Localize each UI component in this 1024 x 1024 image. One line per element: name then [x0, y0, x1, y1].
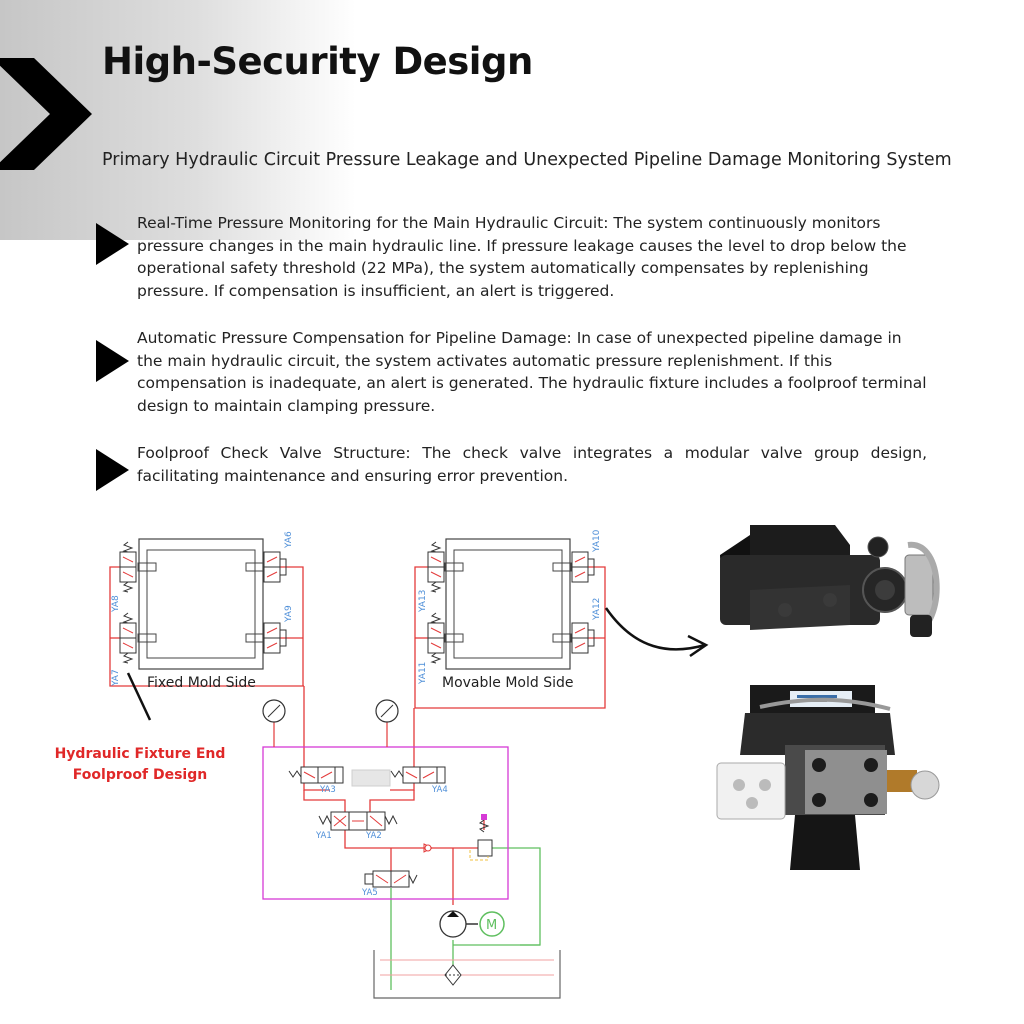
fixed-mold-block: [137, 538, 265, 670]
valve-label: YA1: [315, 831, 332, 841]
valve-label: YA3: [319, 785, 336, 795]
bullet-arrow-icon: [96, 449, 129, 491]
callout-leader-line: [126, 672, 152, 721]
valve-label: YA11: [418, 662, 428, 685]
valve-label: YA2: [365, 831, 382, 841]
chevron-icon: [0, 58, 92, 170]
valve-label: YA9: [284, 605, 294, 623]
hydraulic-clamp-photo: [720, 525, 940, 637]
pressure-gauge-icon: [375, 699, 399, 747]
oil-tank: [373, 950, 561, 999]
valve-manifold: [262, 746, 509, 900]
valve-label: YA10: [592, 529, 602, 553]
movable-side-valves: [427, 541, 595, 664]
callout-label-line1: Hydraulic Fixture End: [55, 746, 226, 762]
svg-text:M: M: [486, 918, 497, 933]
movable-mold-block: [444, 538, 572, 670]
movable-mold-side-label: Movable Mold Side: [442, 675, 574, 691]
fixed-mold-side-label: Fixed Mold Side: [147, 675, 256, 691]
valve-label: YA5: [361, 888, 378, 898]
callout-label-line2: Foolproof Design: [73, 767, 207, 783]
valve-label: YA13: [418, 590, 428, 613]
motor-icon: M: [479, 911, 505, 937]
pressure-lines: [109, 566, 606, 905]
pump-icon: [439, 910, 478, 938]
valve-label: YA8: [111, 595, 121, 613]
fixed-side-valves: [119, 541, 287, 664]
valve-label: YA4: [431, 785, 448, 795]
return-lines: [390, 847, 541, 990]
manifold-valves: [288, 766, 493, 888]
valve-label: YA12: [592, 598, 602, 621]
page-title: High-Security Design: [102, 40, 533, 83]
bullet-arrow-icon: [96, 223, 129, 265]
valve-label: YA7: [111, 669, 121, 687]
check-valve-photo: [716, 685, 940, 870]
feature-pressure-monitoring: Real-Time Pressure Monitoring for the Ma…: [137, 214, 907, 300]
pointer-arrow: [604, 607, 706, 651]
feature-pressure-compensation: Automatic Pressure Compensation for Pipe…: [137, 329, 927, 415]
feature-check-valve: Foolproof Check Valve Structure: The che…: [137, 444, 927, 485]
page-subtitle: Primary Hydraulic Circuit Pressure Leaka…: [102, 150, 952, 170]
pressure-gauge-icon: [262, 699, 286, 747]
valve-label: YA6: [284, 531, 294, 549]
bullet-arrow-icon: [96, 340, 129, 382]
